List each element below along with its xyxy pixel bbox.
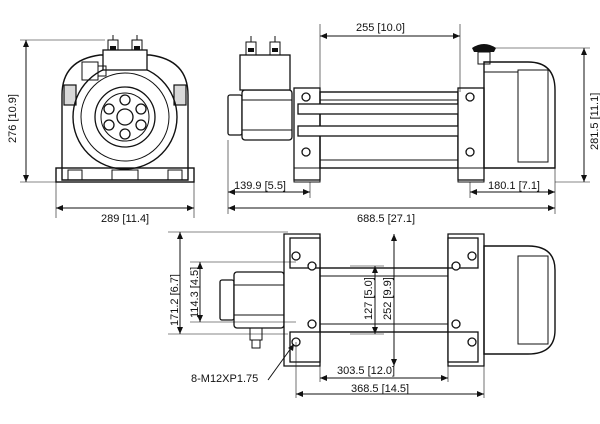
front-view [20, 35, 195, 218]
plan-view [168, 231, 556, 398]
right-offset-label: 180.1 [7.1] [488, 180, 540, 192]
plan-mount-outer-label: 171.2 [6.7] [169, 274, 181, 326]
plan-mount-inner-label: 114.3 [4.5] [189, 267, 201, 318]
flange-diameter-label: 252 [9.9] [382, 277, 394, 320]
front-width-label: 289 [11.4] [101, 213, 149, 225]
bolt-spacing-label: 303.5 [12.0] [337, 365, 395, 377]
overall-length-label: 688.5 [27.1] [357, 213, 415, 225]
drum-width-label: 255 [10.0] [356, 22, 405, 34]
left-offset-label: 139.9 [5.5] [234, 180, 286, 192]
drum-diameter-label: 127 [5.0] [363, 277, 375, 320]
bolt-callout-label: 8-M12XP1.75 [191, 373, 258, 385]
base-length-label: 368.5 [14.5] [351, 383, 409, 395]
overall-height-label: 281.5 [11.1] [589, 93, 600, 150]
side-view [227, 24, 590, 214]
front-height-label: 276 [10.9] [7, 94, 19, 143]
